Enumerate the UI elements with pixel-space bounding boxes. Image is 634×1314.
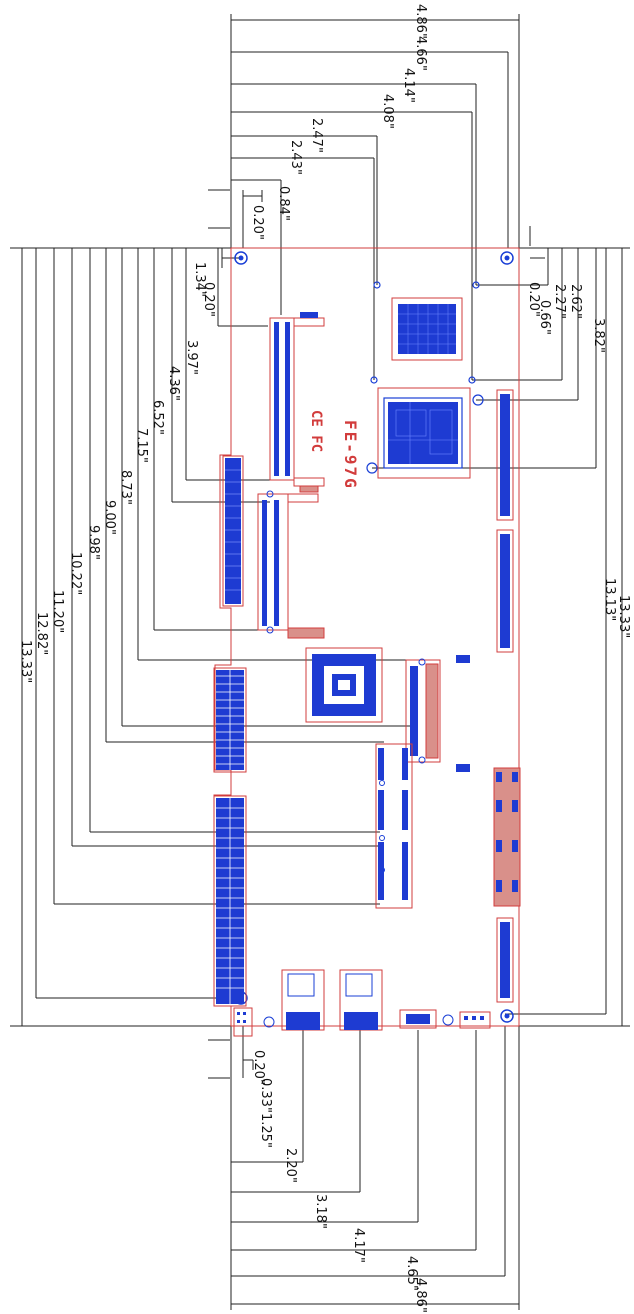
dim-left-7.15: 7.15"	[134, 428, 149, 463]
cert-marks: CE FC	[308, 410, 324, 452]
edge-connector-pci-1	[213, 667, 247, 773]
left-dimensions	[10, 247, 410, 1027]
dim-bottom-3.18: 3.18"	[313, 1194, 328, 1229]
dim-top-4.86: 4.86"	[413, 4, 428, 39]
compactflash-slot	[405, 655, 470, 772]
dim-bottom-0.33: 0.33"	[258, 1078, 273, 1113]
mounting-hole-bottom-right	[500, 1009, 514, 1023]
dim-left-0.20: 0.20"	[201, 282, 216, 317]
dim-top-0.20: 0.20"	[250, 205, 265, 240]
dim-right-0.20: 0.20"	[526, 282, 541, 317]
edge-connector-isa	[222, 455, 244, 607]
dim-left-4.36: 4.36"	[166, 366, 181, 401]
dual-header-block	[375, 743, 413, 909]
dim-top-2.47: 2.47"	[309, 118, 324, 153]
dim-bottom-4.65: 4.65"	[404, 1256, 419, 1291]
dim-bottom-2.20: 2.20"	[283, 1148, 298, 1183]
cpu-socket	[377, 387, 471, 479]
reference-holes	[366, 281, 484, 474]
model-label: FE-97G	[341, 420, 360, 490]
dim-left-10.22: 10.22"	[68, 552, 83, 595]
rear-io-lan-2	[339, 969, 383, 1031]
dim-left-8.73: 8.73"	[118, 470, 133, 505]
right-dimension-labels: 0.20" 0.66" 2.27" 2.62" 3.82" 13.13" 13.…	[526, 282, 631, 638]
dim-bottom-1.25: 1.25"	[258, 1113, 273, 1148]
dim-right-13.13: 13.13"	[602, 578, 617, 621]
dim-left-6.52: 6.52"	[150, 400, 165, 435]
dim-top-4.66: 4.66"	[413, 36, 428, 71]
dim-bottom-0.20: 0.20"	[251, 1050, 266, 1085]
dim-right-13.33: 13.33"	[616, 595, 631, 638]
edge-connector-pci-2	[213, 795, 247, 1007]
dim-left-9.00: 9.00"	[102, 500, 117, 535]
dim-top-2.43: 2.43"	[288, 140, 303, 175]
rear-io-lan-1	[281, 969, 325, 1031]
dim-top-4.08: 4.08"	[380, 94, 395, 129]
header-right-lower	[496, 917, 514, 1003]
board: FE-97G CE FC	[213, 247, 521, 1037]
dim-top-4.14: 4.14"	[401, 68, 416, 103]
dim-left-12.82: 12.82"	[34, 612, 49, 655]
northbridge-bga	[305, 647, 383, 723]
header-right-middle	[496, 529, 514, 653]
dim-right-0.66: 0.66"	[537, 300, 552, 335]
dimm-slot-1	[269, 312, 325, 493]
dim-bottom-4.86: 4.86"	[413, 1278, 428, 1313]
dim-left-11.20: 11.20"	[50, 590, 65, 633]
rear-io-usb-keyboard	[233, 1007, 275, 1037]
connector-right-pink	[493, 767, 521, 907]
board-outline	[213, 247, 520, 1027]
rear-io-vga	[399, 1009, 437, 1029]
top-dimensions	[208, 14, 520, 380]
rear-io-usb	[442, 1011, 491, 1029]
top-dimension-labels: 4.86" 4.66" 4.14" 4.08" 2.47" 2.43" 0.84…	[250, 4, 428, 240]
dimm-slot-2	[257, 490, 325, 639]
dim-right-2.62: 2.62"	[568, 284, 583, 319]
dim-left-9.98: 9.98"	[86, 525, 101, 560]
dim-left-13.33: 13.33"	[18, 640, 33, 683]
dim-right-2.27: 2.27"	[552, 284, 567, 319]
left-dimension-labels: 0.20" 1.34" 3.97" 4.36" 6.52" 7.15" 8.73…	[18, 262, 216, 683]
dim-top-0.84: 0.84"	[276, 186, 291, 221]
mounting-hole-top-left	[234, 251, 248, 265]
dim-left-1.34: 1.34"	[192, 262, 207, 297]
bottom-dimension-labels: 0.20" 0.33" 1.25" 2.20" 3.18" 4.17" 4.65…	[251, 1050, 428, 1313]
dim-left-3.97: 3.97"	[184, 340, 199, 375]
mounting-hole-top-right	[500, 251, 514, 265]
dim-right-3.82: 3.82"	[591, 318, 606, 353]
header-right-upper	[496, 389, 514, 521]
chipset-bga	[391, 297, 463, 361]
dim-bottom-4.17: 4.17"	[351, 1228, 366, 1263]
bottom-dimensions	[208, 1026, 520, 1310]
